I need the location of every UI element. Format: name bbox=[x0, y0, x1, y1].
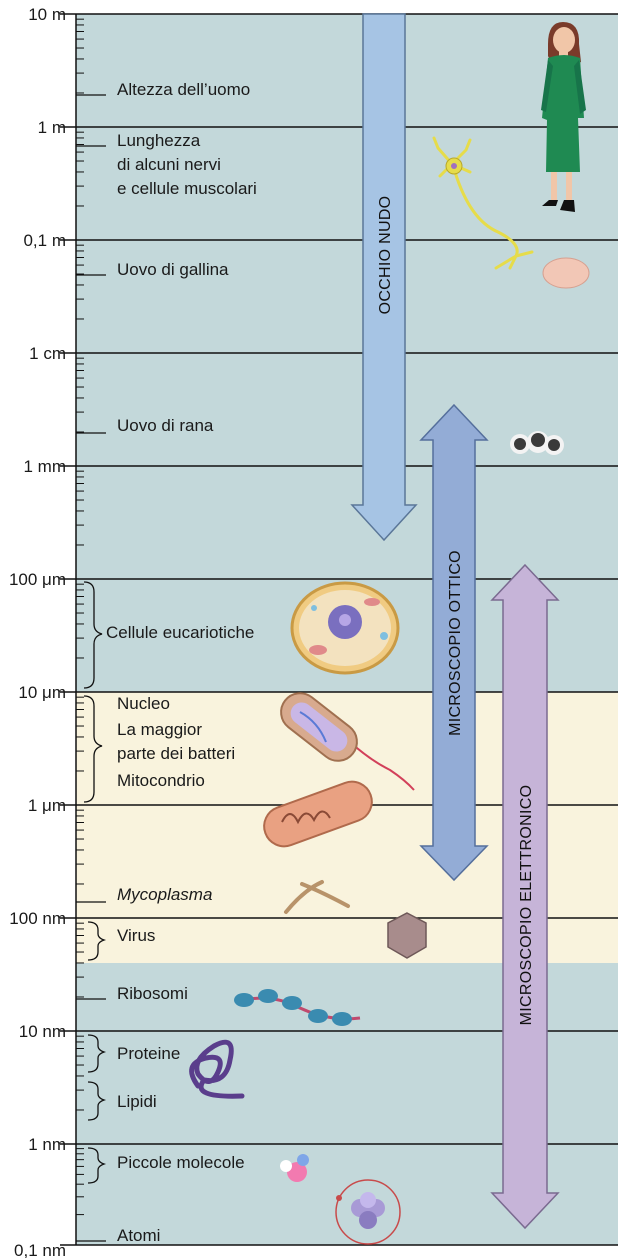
label-nucleo: Nucleo bbox=[117, 694, 170, 713]
tick-label-1cm: 1 cm bbox=[29, 344, 66, 363]
label-eucariotiche: Cellule eucariotiche bbox=[106, 623, 254, 642]
label-nervi-line3: e cellule muscolari bbox=[117, 179, 257, 198]
tick-label-100nm: 100 nm bbox=[9, 909, 66, 928]
tick-label-100um: 100 μm bbox=[9, 570, 66, 589]
naked-eye-range-label: OCCHIO NUDO bbox=[377, 196, 394, 315]
tick-label-1mm: 1 mm bbox=[24, 457, 67, 476]
label-gallina: Uovo di gallina bbox=[117, 260, 229, 279]
label-ribosomi: Ribosomi bbox=[117, 984, 188, 1003]
electron-microscope-range-label: MICROSCOPIO ELETTRONICO bbox=[518, 785, 535, 1026]
tick-label-1m: 1 m bbox=[38, 118, 66, 137]
label-nervi-line2: di alcuni nervi bbox=[117, 155, 221, 174]
tick-label-10m: 10 m bbox=[28, 5, 66, 24]
label-mycoplasma: Mycoplasma bbox=[117, 885, 212, 904]
tick-label-01nm: 0,1 nm bbox=[14, 1241, 66, 1258]
tick-label-1um: 1 μm bbox=[28, 796, 66, 815]
chicken-egg-icon bbox=[543, 258, 589, 288]
label-molecole: Piccole molecole bbox=[117, 1153, 245, 1172]
label-mitocondrio: Mitocondrio bbox=[117, 771, 205, 790]
label-proteine: Proteine bbox=[117, 1044, 180, 1063]
tick-label-1nm: 1 nm bbox=[28, 1135, 66, 1154]
eukaryotic-cell-icon bbox=[292, 583, 398, 673]
label-nervi-line1: Lunghezza bbox=[117, 131, 201, 150]
label-batteri-line1: La maggior bbox=[117, 720, 202, 739]
label-uomo: Altezza dell’uomo bbox=[117, 80, 250, 99]
label-lipidi: Lipidi bbox=[117, 1092, 157, 1111]
label-virus: Virus bbox=[117, 926, 155, 945]
tick-label-10nm: 10 nm bbox=[19, 1022, 66, 1041]
label-batteri-line2: parte dei batteri bbox=[117, 744, 235, 763]
tick-label-01m: 0,1 m bbox=[23, 231, 66, 250]
scale-tick-labels: 10 m 1 m 0,1 m 1 cm 1 mm 100 μm 10 μm 1 … bbox=[9, 5, 66, 1258]
tick-label-10um: 10 μm bbox=[18, 683, 66, 702]
optical-microscope-range-label: MICROSCOPIO OTTICO bbox=[447, 550, 464, 736]
label-rana: Uovo di rana bbox=[117, 416, 214, 435]
label-atomi: Atomi bbox=[117, 1226, 160, 1245]
